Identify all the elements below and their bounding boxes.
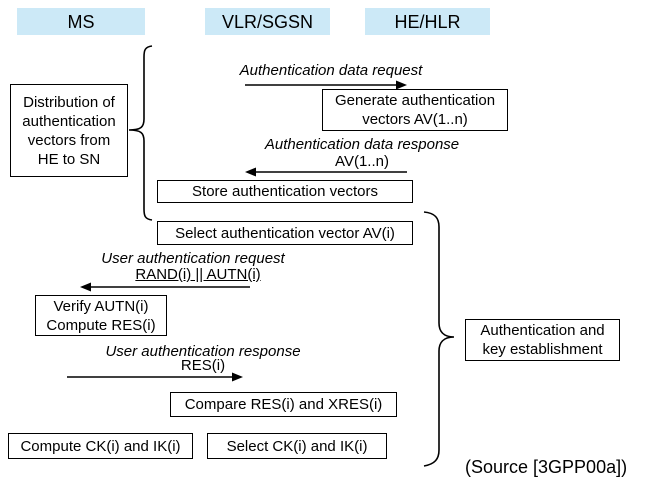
entity-label-ms: MS: [67, 11, 95, 32]
auth-establishment-box: Authentication and key establishment: [465, 319, 620, 361]
entity-header-ms: MS: [17, 8, 145, 35]
store-vectors-box-text: Store authentication vectors: [192, 183, 378, 200]
left-brace: [128, 45, 153, 221]
right-brace: [423, 211, 455, 467]
user-auth-response-param: RES(i): [180, 357, 226, 374]
compute-ck-ik-box-text: Compute CK(i) and IK(i): [20, 437, 181, 455]
distribution-box-text: Distribution of authentication vectors f…: [22, 93, 116, 168]
select-vector-box: Select authentication vector AV(i): [157, 221, 413, 245]
auth-establishment-box-text: Authentication and key establishment: [480, 322, 605, 358]
distribution-box: Distribution of authentication vectors f…: [10, 84, 128, 177]
entity-header-he-hlr: HE/HLR: [365, 8, 490, 35]
verify-compute-box: Verify AUTN(i) Compute RES(i): [35, 295, 167, 336]
select-ck-ik-box-text: Select CK(i) and IK(i): [226, 437, 368, 455]
store-vectors-box: Store authentication vectors: [157, 180, 413, 203]
auth-data-response-param: AV(1..n): [335, 153, 389, 170]
user-auth-request-param: RAND(i) || AUTN(i): [135, 266, 261, 283]
verify-compute-box-text: Verify AUTN(i) Compute RES(i): [46, 297, 156, 334]
compare-res-box: Compare RES(i) and XRES(i): [170, 392, 397, 417]
user-auth-request-arrow: [80, 282, 250, 292]
generate-vectors-box-text: Generate authentication vectors AV(1..n): [334, 92, 496, 128]
auth-data-response-label: Authentication data response: [264, 136, 460, 153]
user-auth-request-label: User authentication request: [101, 250, 285, 267]
select-ck-ik-box: Select CK(i) and IK(i): [207, 433, 387, 459]
generate-vectors-box: Generate authentication vectors AV(1..n): [322, 89, 508, 131]
entity-label-vlr-sgsn: VLR/SGSN: [221, 11, 314, 32]
auth-data-request-label: Authentication data request: [239, 62, 423, 79]
user-auth-response-label: User authentication response: [105, 343, 301, 360]
select-vector-box-text: Select authentication vector AV(i): [175, 224, 395, 242]
entity-label-he-hlr: HE/HLR: [394, 11, 461, 32]
entity-header-vlr-sgsn: VLR/SGSN: [205, 8, 330, 35]
compute-ck-ik-box: Compute CK(i) and IK(i): [8, 433, 193, 459]
source-citation: (Source [3GPP00a]): [465, 457, 628, 477]
compare-res-box-text: Compare RES(i) and XRES(i): [184, 396, 383, 413]
